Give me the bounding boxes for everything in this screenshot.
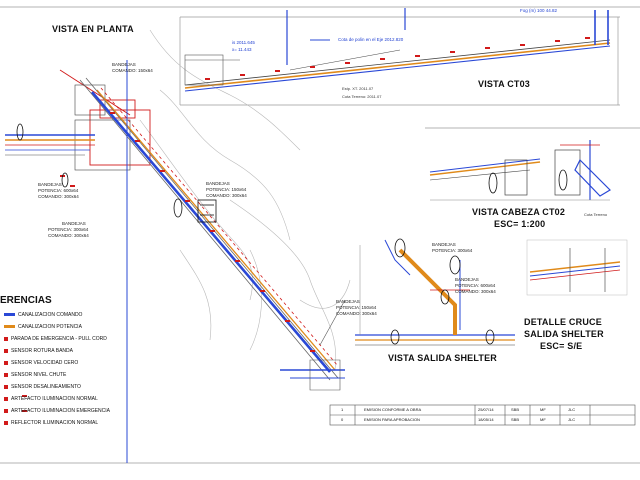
bandejas-d-1: BANDEJAS <box>62 221 86 226</box>
legend-item-artefacto-emergencia: ARTEFACTO ILUMINACION EMERGENCIA <box>4 408 110 414</box>
plan-shelter-exit <box>280 299 346 391</box>
bandejas-b-1: BANDEJAS <box>206 181 230 186</box>
conveyor-markers <box>22 112 315 412</box>
legend-item-reflector: REFLECTOR ILUMINACION NORMAL <box>4 420 98 426</box>
ct03-foot-2: Cota Terreno: 2011.07 <box>342 94 382 99</box>
title-cruce-3: ESC= S/E <box>540 341 583 351</box>
detalle-cruce <box>526 239 628 296</box>
legend-symbol <box>4 372 8 377</box>
left-cable-runs <box>5 134 95 156</box>
elevation-annotation-2: x= 11.443 <box>232 47 252 52</box>
rev-0-approved: JLC <box>568 417 576 422</box>
legend-title: ERENCIAS <box>0 295 52 306</box>
title-salida-shelter: VISTA SALIDA SHELTER <box>388 353 498 363</box>
title-cabeza-ct02-1: VISTA CABEZA CT02 <box>472 207 566 217</box>
plan-building <box>59 69 151 166</box>
cabeza-ct02 <box>429 140 611 201</box>
legend-item-sensor-rotura: SENSOR ROTURA BANDA <box>4 348 73 354</box>
rev-0-checked: MF <box>540 417 546 422</box>
legend-symbol <box>4 313 15 317</box>
legend-item-canalizacion-potencia: CANALIZACION POTENCIA <box>4 324 82 330</box>
top-right-annotation: Fog (m) 100 44.82 <box>520 8 558 13</box>
legend-item-artefacto-normal: ARTEFACTO ILUMINACION NORMAL <box>4 396 98 402</box>
ct03-elevation <box>184 8 611 92</box>
main-conveyor <box>79 77 339 381</box>
bandejas-b-3: COMANDO: 300x64 <box>206 193 247 198</box>
rev-1-description: EMISION CONFORME A OBRA <box>364 407 422 412</box>
legend-symbol <box>4 325 15 329</box>
rev-0-date: 18/05/14 <box>478 417 494 422</box>
bandejas-c-3: COMANDO: 300x64 <box>38 194 79 199</box>
legend-symbol <box>4 360 8 365</box>
elevation-annotation-1: is 2011.645 <box>232 40 255 45</box>
legend-item-sensor-desalineamiento: SENSOR DESALINEAMIENTO <box>4 384 81 390</box>
bandejas-f-1: BANDEJAS <box>455 277 479 282</box>
bandejas-d-3: COMANDO: 300x64 <box>48 233 89 238</box>
bandejas-g-2: POTENCIA: 150x64 <box>336 305 377 310</box>
rev-1-number: 1 <box>341 407 344 412</box>
legend-symbol <box>4 336 8 341</box>
legend-item-sensor-nivel: SENSOR NIVEL CHUTE <box>4 372 66 378</box>
revisions-table-grid <box>329 404 636 426</box>
legend-symbol <box>4 408 8 413</box>
bandejas-e-2: POTENCIA: 300x64 <box>432 248 473 253</box>
title-vista-planta: VISTA EN PLANTA <box>52 24 134 34</box>
plan-callouts <box>16 123 217 223</box>
legend-symbol <box>4 420 8 425</box>
legend-item-canalizacion-comando: CANALIZACION COMANDO <box>4 312 82 318</box>
title-cruce-1: DETALLE CRUCE <box>524 317 602 327</box>
bandejas-f-3: COMANDO: 300x64 <box>455 289 496 294</box>
rev-0-by: SBB <box>511 417 520 422</box>
bandejas-b-2: POTENCIA: 150x64 <box>206 187 247 192</box>
cota-polin-annotation: Cota de polin en el Eje 2012.820 <box>338 37 404 42</box>
bandejas-e-1: BANDEJAS <box>432 242 456 247</box>
rev-0-number: 0 <box>341 417 344 422</box>
terrain-contours <box>139 29 351 371</box>
title-cruce-2: SALIDA SHELTER <box>524 329 604 339</box>
legend-item-parada-emergencia: PARADA DE EMERGENCIA - PULL CORD <box>4 336 107 342</box>
bandejas-d-2: POTENCIA: 300x64 <box>48 227 89 232</box>
rev-1-date: 25/07/14 <box>478 407 494 412</box>
legend-symbol <box>4 348 8 353</box>
rev-0-description: EMISION PARA APROBACION <box>364 417 420 422</box>
bandejas-g-3: COMANDO: 300x64 <box>336 311 377 316</box>
bandejas-a-1: BANDEJAS <box>112 62 136 67</box>
rev-1-checked: MF <box>540 407 546 412</box>
legend-symbol <box>4 396 8 401</box>
bandejas-a-2: COMANDO: 150x64 <box>112 68 153 73</box>
cabeza-right-annotation: Cota Terreno <box>584 212 608 217</box>
legend-symbol <box>4 384 8 389</box>
rev-1-approved: JLC <box>568 407 576 412</box>
title-cabeza-ct02-2: ESC= 1:200 <box>494 219 546 229</box>
ct03-markers <box>205 37 590 80</box>
salida-shelter <box>355 238 515 346</box>
bandejas-f-2: POTENCIA: 600x64 <box>455 283 496 288</box>
bandejas-c-1: BANDEJAS <box>38 182 62 187</box>
frame-lines <box>0 6 640 464</box>
legend-item-sensor-velocidad: SENSOR VELOCIDAD CERO <box>4 360 78 366</box>
title-vista-ct03: VISTA CT03 <box>478 79 531 89</box>
ct03-foot-1: Estp. XT. 2011.07 <box>342 86 374 91</box>
bandejas-g-1: BANDEJAS <box>336 299 360 304</box>
rev-1-by: SBB <box>511 407 520 412</box>
bandejas-c-2: POTENCIA: 600x64 <box>38 188 79 193</box>
